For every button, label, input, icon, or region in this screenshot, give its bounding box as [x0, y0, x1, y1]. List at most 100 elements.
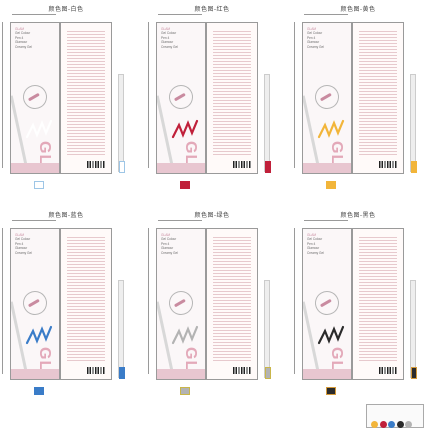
pen-side-view [410, 74, 417, 173]
ingredients-text-block [67, 29, 105, 157]
front-label-line: Gel Colour [161, 31, 177, 36]
legend-dots [371, 415, 414, 433]
pen-side-view [118, 280, 125, 379]
front-label-line: Creamy Gel [15, 44, 33, 49]
front-label-line: Creamy Gel [307, 44, 325, 49]
front-label-line: Gel Colour [307, 237, 323, 242]
color-swatch-row [326, 176, 343, 189]
color-swatch-stroke [317, 119, 345, 139]
color-legend [366, 404, 424, 428]
front-label-line: Gel Colour [15, 31, 31, 36]
front-label-line: Glamour [307, 40, 320, 45]
barcode [379, 367, 397, 374]
front-label-line: Creamy Gel [15, 250, 33, 255]
back-panel [352, 228, 404, 380]
seal-icon [164, 286, 198, 320]
pen-tip [265, 367, 271, 379]
front-label-line: Creamy Gel [307, 250, 325, 255]
front-label-line: Creamy Gel [161, 250, 179, 255]
color-swatch-stroke [171, 119, 199, 139]
color-swatch-row [34, 382, 51, 395]
color-swatch-stroke [25, 325, 53, 345]
bottom-band [303, 163, 351, 173]
color-swatch [34, 386, 44, 395]
back-panel [206, 228, 258, 380]
back-panel [60, 228, 112, 380]
panel-title: 颜色图-蓝色 [48, 213, 84, 219]
front-label-line: GLAM [307, 233, 317, 237]
pen-tip [265, 161, 271, 173]
front-label-line: Creamy Gel [161, 44, 179, 49]
color-swatch-row [180, 382, 197, 395]
height-dimension [294, 228, 299, 374]
front-label-line: Glamour [307, 246, 320, 251]
front-label-line: GLAM [161, 233, 171, 237]
bottom-band [157, 369, 205, 379]
width-dimension [304, 14, 348, 19]
height-dimension [148, 22, 153, 168]
front-label-line: GLAM [307, 27, 317, 31]
front-label-line: Gel Colour [15, 237, 31, 242]
back-panel [352, 22, 404, 174]
color-swatch [326, 386, 336, 395]
front-label-line: Pen 4 [15, 35, 24, 40]
ingredients-text-block [213, 29, 251, 157]
barcode [233, 367, 251, 374]
front-label-line: Gel Colour [161, 237, 177, 242]
pen-tip [411, 367, 417, 379]
panel-title: 颜色图-黑色 [340, 213, 376, 219]
height-dimension [2, 22, 7, 168]
front-label-line: Glamour [15, 246, 28, 251]
panel-title: 颜色图-黄色 [340, 7, 376, 13]
color-swatch [180, 386, 190, 395]
panel-title: 颜色图-红色 [194, 7, 230, 13]
legend-color-dot [379, 421, 387, 428]
pen-side-view [264, 74, 271, 173]
legend-color-dot [405, 421, 412, 428]
seal-icon [310, 80, 344, 114]
front-label-line: Pen 4 [307, 241, 316, 246]
color-swatch-row [326, 382, 343, 395]
barcode [87, 367, 105, 374]
back-panel [60, 22, 112, 174]
pen-side-view [118, 74, 125, 173]
front-label-line: Glamour [161, 246, 174, 251]
panel-title: 颜色图-白色 [48, 7, 84, 13]
height-dimension [148, 228, 153, 374]
seal-icon [310, 286, 344, 320]
legend-color-dot [396, 421, 404, 428]
pen-side-view [264, 280, 271, 379]
barcode [379, 161, 397, 168]
color-swatch [34, 180, 44, 189]
front-label-line: Pen 4 [307, 35, 316, 40]
width-dimension [158, 14, 202, 19]
seal-icon [18, 80, 52, 114]
barcode [87, 161, 105, 168]
width-dimension [304, 220, 348, 225]
ingredients-text-block [213, 235, 251, 363]
bottom-band [303, 369, 351, 379]
pen-tip [119, 161, 125, 173]
front-label-line: Glamour [15, 40, 28, 45]
color-swatch-stroke [171, 325, 199, 345]
height-dimension [294, 22, 299, 168]
color-swatch-row [180, 176, 197, 189]
panel-title: 颜色图-绿色 [194, 213, 230, 219]
barcode [233, 161, 251, 168]
bottom-band [11, 163, 59, 173]
color-swatch [180, 180, 190, 189]
